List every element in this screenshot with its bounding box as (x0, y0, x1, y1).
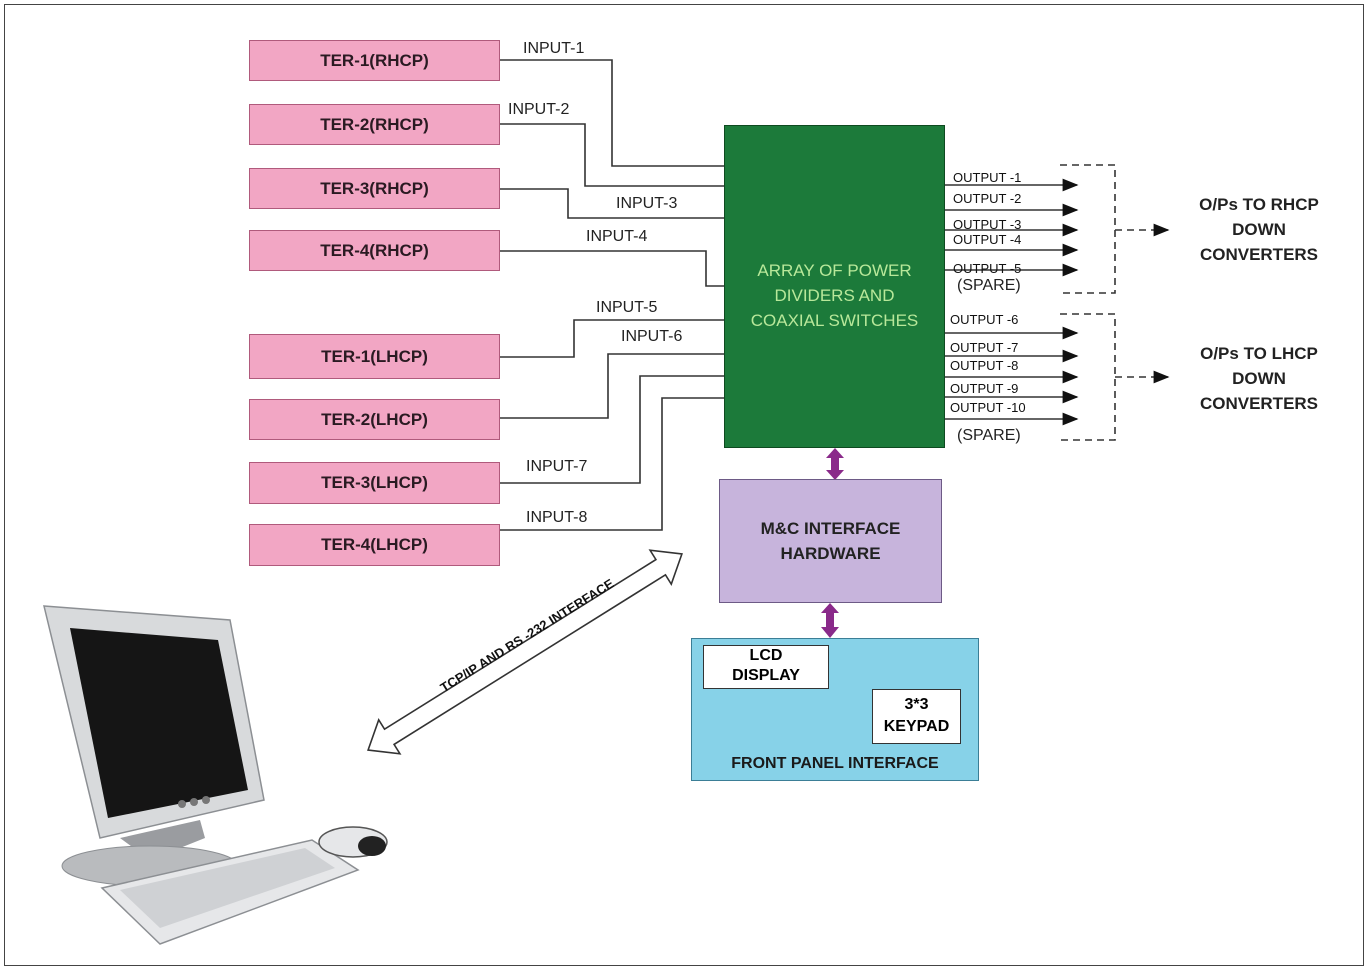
keyboard-icon (100, 839, 360, 945)
input-label: INPUT-3 (616, 195, 678, 212)
input-6-wire (500, 353, 724, 419)
output-label: OUTPUT -10 (950, 400, 1026, 415)
spare-label: (SPARE) (957, 277, 1021, 294)
mc-to-front-panel-arrow (821, 603, 839, 638)
input-label: INPUT-5 (596, 299, 658, 316)
input-3-wire (500, 188, 724, 219)
lhcp-group-bracket (1060, 313, 1116, 441)
input-2-wire (500, 123, 724, 187)
output-label: OUTPUT -6 (950, 312, 1019, 327)
terminal-2-lhcp: TER-2(LHCP) (249, 399, 500, 440)
input-1-wire (500, 59, 724, 167)
mc-interface-block: M&C INTERFACE HARDWARE (719, 479, 942, 603)
terminal-4-lhcp: TER-4(LHCP) (249, 524, 500, 566)
input-label: INPUT-1 (523, 40, 585, 57)
output-label: OUTPUT -7 (950, 340, 1019, 355)
input-7-wire (500, 375, 724, 484)
lhcp-destination-label: O/Ps TO LHCP DOWN CONVERTERS (1199, 344, 1319, 413)
output-label: OUTPUT -9 (950, 381, 1019, 396)
input-label: INPUT-4 (586, 228, 648, 245)
computer-monitor-icon (43, 605, 265, 887)
terminal-4-rhcp: TER-4(RHCP) (249, 230, 500, 271)
input-label: INPUT-2 (508, 101, 570, 118)
output-label: OUTPUT -2 (953, 191, 1022, 206)
output-label: OUTPUT -1 (953, 170, 1022, 185)
switch-to-mc-arrow (826, 448, 844, 480)
figure-frame (4, 4, 1364, 966)
switch-array-label: ARRAY OF POWER DIVIDERS AND COAXIAL SWIT… (750, 261, 919, 330)
output-label: OUTPUT -5 (953, 261, 1022, 276)
input-8-wire (500, 397, 724, 531)
lcd-display-box: LCD DISPLAY (703, 645, 829, 689)
keypad-box: 3*3 KEYPAD (872, 689, 961, 744)
front-panel-label: FRONT PANEL INTERFACE (731, 755, 939, 772)
terminal-3-rhcp: TER-3(RHCP) (249, 168, 500, 209)
rhcp-destination-label: O/Ps TO RHCP DOWN CONVERTERS (1199, 195, 1319, 264)
input-5-wire (500, 319, 724, 358)
output-label: OUTPUT -8 (950, 358, 1019, 373)
terminal-1-lhcp: TER-1(LHCP) (249, 334, 500, 379)
rhcp-group-bracket (1060, 164, 1116, 294)
output-label: OUTPUT -4 (953, 232, 1022, 247)
spare-label: (SPARE) (957, 427, 1021, 444)
mouse-icon (318, 826, 388, 858)
terminal-3-lhcp: TER-3(LHCP) (249, 462, 500, 504)
pc-link-arrow (367, 549, 683, 755)
input-label: INPUT-7 (526, 458, 588, 475)
output-label: OUTPUT -3 (953, 217, 1022, 232)
input-label: INPUT-6 (621, 328, 683, 345)
input-4-wire (500, 250, 724, 287)
terminal-1-rhcp: TER-1(RHCP) (249, 40, 500, 81)
input-label: INPUT-8 (526, 509, 588, 526)
switch-array-block (724, 125, 945, 448)
terminal-2-rhcp: TER-2(RHCP) (249, 104, 500, 145)
